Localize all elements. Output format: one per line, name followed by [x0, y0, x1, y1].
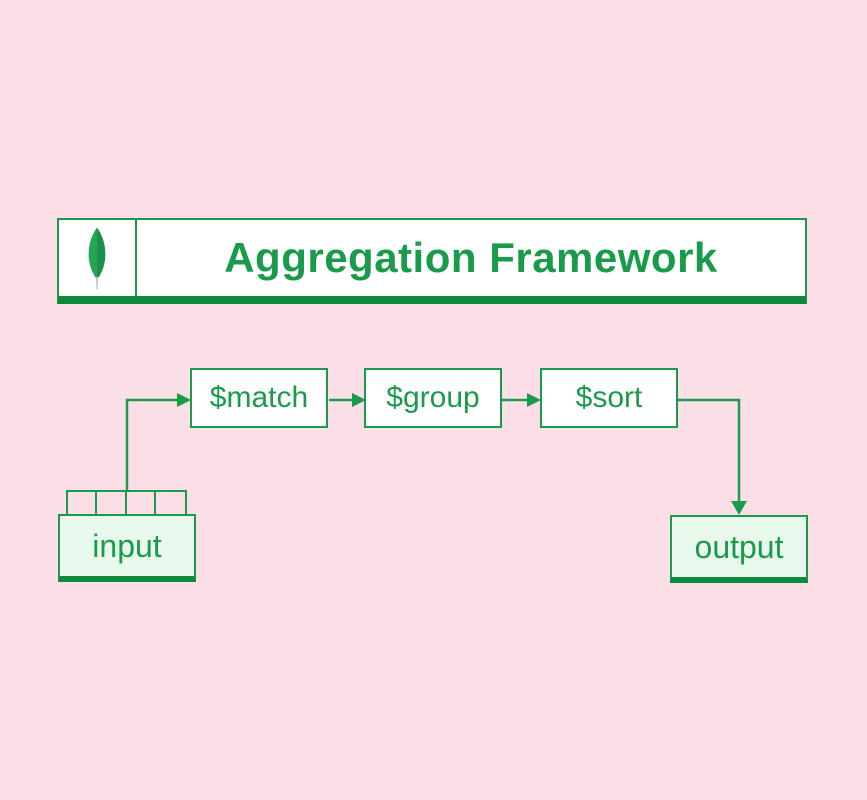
arrowhead-into-output: [731, 501, 747, 515]
stage-box-match: $match: [190, 368, 328, 428]
input-box: input: [58, 514, 196, 582]
wire-input-to-match: [125, 398, 178, 491]
logo-cell: [59, 220, 137, 296]
document-cell: [127, 492, 156, 514]
arrowhead-into-sort: [527, 393, 541, 407]
output-box: output: [670, 515, 808, 583]
document-cell: [68, 492, 98, 514]
document-cell: [97, 492, 127, 514]
input-label: input: [92, 527, 162, 564]
mongodb-leaf-icon: [88, 227, 106, 290]
stage-box-group: $group: [364, 368, 502, 428]
title-cell: Aggregation Framework: [137, 220, 805, 296]
output-label: output: [694, 528, 784, 565]
stage-label: $sort: [575, 381, 643, 414]
arrowhead-into-match: [177, 393, 191, 407]
page-title: Aggregation Framework: [224, 234, 718, 281]
input-documents-row: [66, 490, 187, 516]
header-banner: Aggregation Framework: [57, 218, 807, 304]
document-cell: [156, 492, 185, 514]
wire-sort-to-output: [678, 398, 741, 502]
stage-label: $match: [209, 381, 309, 414]
stage-label: $group: [386, 381, 480, 414]
stage-box-sort: $sort: [540, 368, 678, 428]
